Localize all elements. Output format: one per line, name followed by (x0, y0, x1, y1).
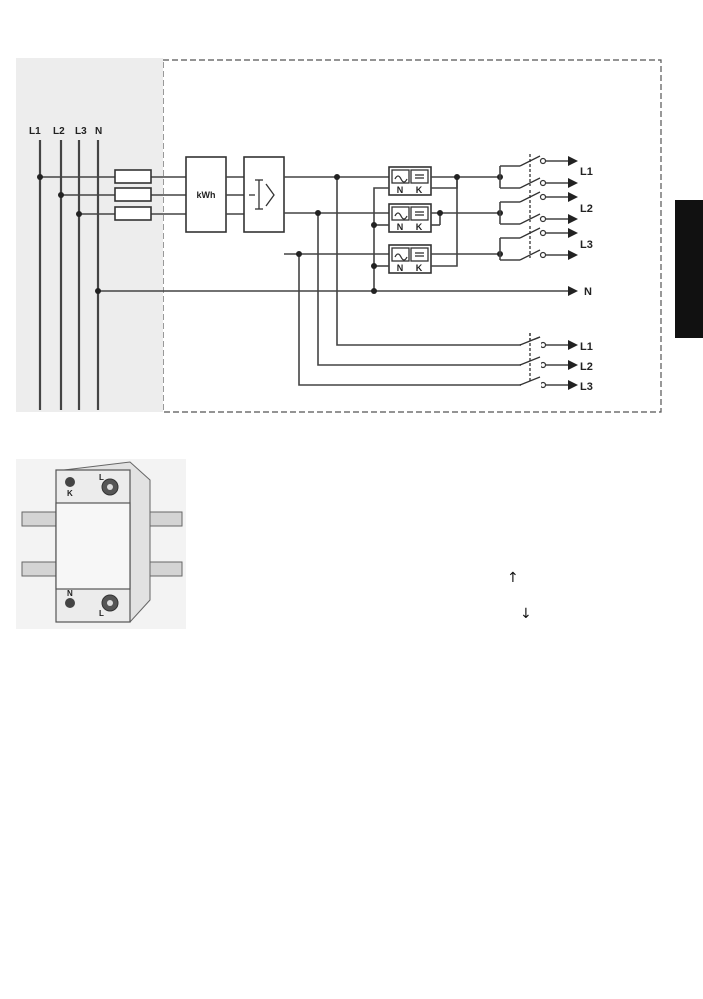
output-label-upper-l2: L2 (580, 203, 593, 215)
din-rail-device-illustration: K L N L (16, 459, 186, 629)
relay-module-1: N K (389, 167, 431, 195)
arrow-up-icon: ↑ (507, 570, 519, 586)
kwh-meter-label: kWh (197, 190, 216, 200)
output-label-lower-l2: L2 (580, 361, 593, 373)
photo-backdrop (16, 58, 163, 412)
fuse-block (115, 170, 151, 220)
svg-text:K: K (67, 489, 73, 498)
svg-text:L: L (99, 609, 104, 618)
bus-label-l2: L2 (53, 126, 65, 137)
bus-label-l3: L3 (75, 126, 87, 137)
side-tab (675, 200, 703, 338)
svg-text:K: K (416, 185, 423, 195)
svg-text:L: L (99, 473, 104, 482)
output-label-lower-l1: L1 (580, 341, 593, 353)
relay-neutral-wires (374, 188, 389, 291)
relay-module-3: N K (389, 245, 431, 273)
output-label-upper-n: N (584, 286, 592, 298)
output-label-lower-l3: L3 (580, 381, 593, 393)
svg-text:N: N (397, 222, 404, 232)
bus-label-l1: L1 (29, 126, 41, 137)
output-label-upper-l1: L1 (580, 166, 593, 178)
svg-text:K: K (416, 263, 423, 273)
distribution-panel-border (163, 60, 661, 412)
switch-group-upper-l2 (500, 190, 568, 224)
bus-label-n: N (95, 126, 102, 137)
meter-to-switch-wires (226, 177, 244, 214)
relay-module-2: N K (389, 204, 431, 232)
svg-text:N: N (397, 263, 404, 273)
switch-group-upper-l1 (500, 154, 568, 188)
svg-text:N: N (397, 185, 404, 195)
switch-group-upper-l3 (500, 226, 568, 260)
svg-text:N: N (67, 589, 73, 598)
output-label-upper-l3: L3 (580, 239, 593, 251)
arrow-down-icon: ↓ (520, 606, 532, 622)
svg-text:K: K (416, 222, 423, 232)
relay-output-wires (431, 177, 500, 266)
